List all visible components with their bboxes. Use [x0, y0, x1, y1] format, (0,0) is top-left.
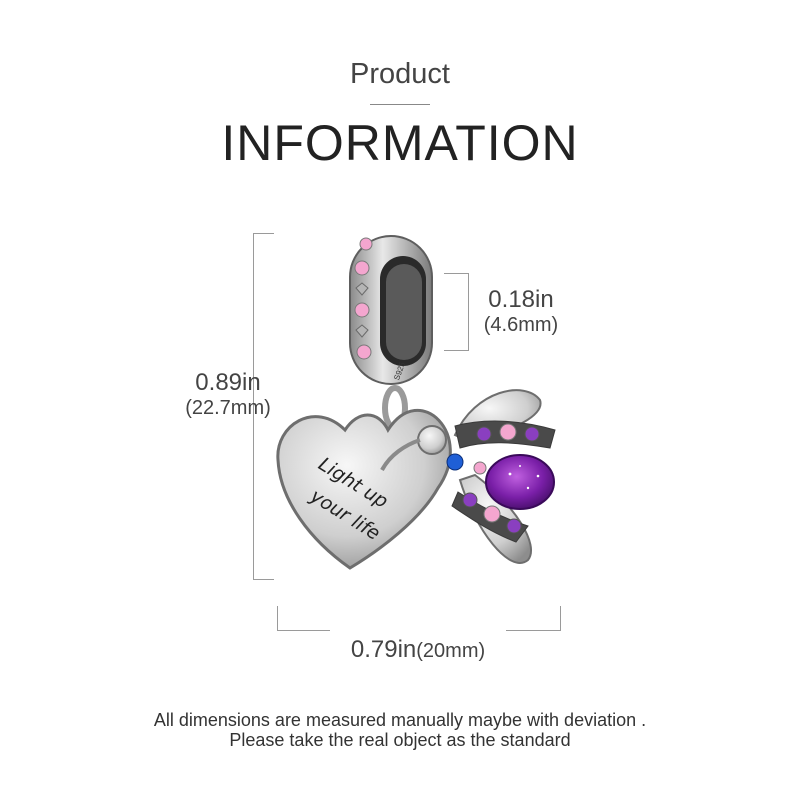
firefly-charm — [380, 389, 556, 564]
height-label: 0.89in (22.7mm) — [168, 369, 288, 420]
antenna — [380, 438, 421, 472]
footer-note: All dimensions are measured manually may… — [0, 710, 800, 750]
width-mm: (20mm) — [416, 640, 486, 662]
bail-mm: (4.6mm) — [483, 314, 559, 336]
firefly-head — [417, 425, 447, 455]
bail-bracket — [444, 273, 469, 351]
height-mm: (22.7mm) — [185, 397, 271, 419]
subtitle-product: Product — [350, 58, 450, 90]
blue-eye-stone — [446, 453, 464, 471]
title-information: INFORMATION — [221, 115, 579, 171]
bail-inch: 0.18in — [488, 286, 554, 313]
title-divider — [370, 104, 430, 105]
width-label-mask — [330, 620, 506, 640]
bail-label: 0.18in (4.6mm) — [466, 286, 576, 337]
bail-heart-detail — [355, 282, 369, 296]
bail-heart-detail — [355, 324, 369, 338]
height-bracket — [253, 233, 274, 580]
width-inch: 0.79in — [350, 636, 417, 663]
footer-line-2: Please take the real object as the stand… — [229, 730, 571, 750]
heart-tag: Light up your life — [276, 408, 452, 570]
footer-line-1: All dimensions are measured manually may… — [153, 710, 647, 730]
galaxy-body — [485, 454, 555, 510]
charm-product-image: S925 Light up your life — [276, 235, 556, 570]
height-inch: 0.89in — [195, 369, 261, 396]
width-label: 0.79in(20mm) — [318, 636, 518, 664]
bail-ring: S925 — [349, 235, 433, 385]
bail-pink-stones — [354, 237, 373, 360]
